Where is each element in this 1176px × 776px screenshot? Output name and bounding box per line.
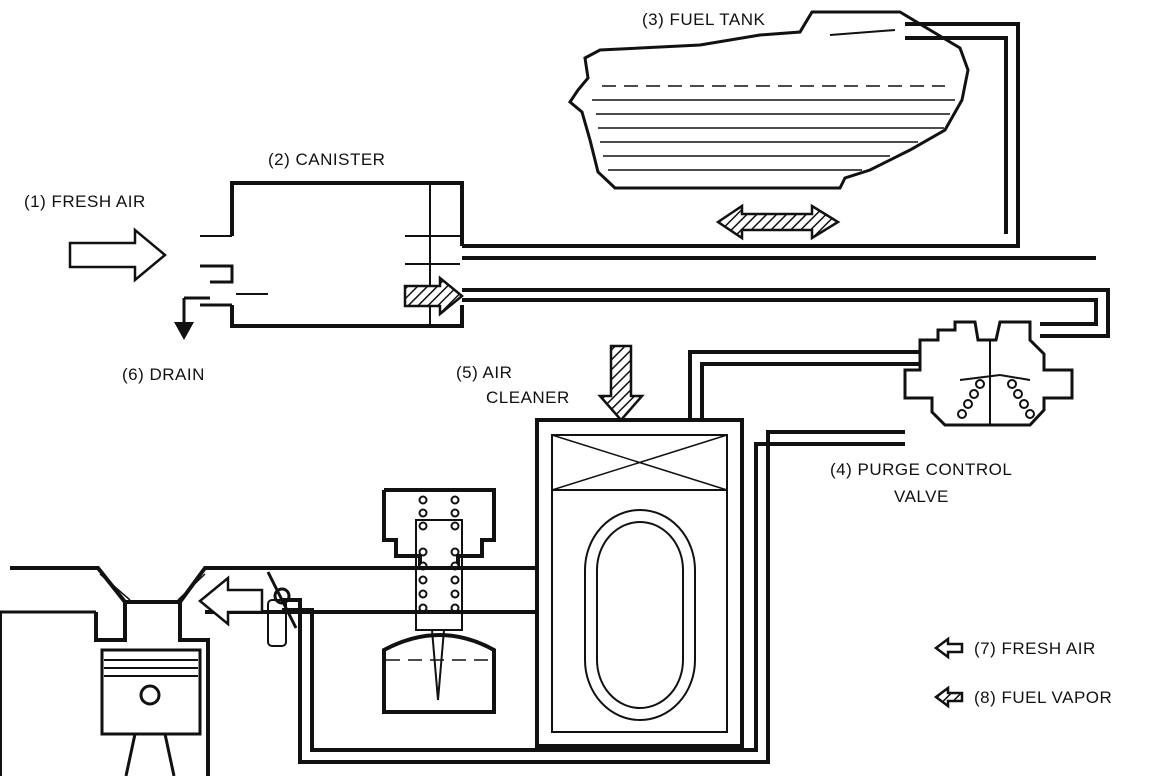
legend-fresh-air-label: (7) FRESH AIR <box>974 639 1096 658</box>
tank-vapor-bidirectional-arrow <box>715 203 841 241</box>
label-fresh-air-1: (1) FRESH AIR <box>24 192 146 211</box>
canister-vapor-arrow <box>403 275 464 317</box>
label-drain: (6) DRAIN <box>122 365 205 384</box>
legend-fresh-air-icon <box>933 636 964 660</box>
carburetor <box>382 488 496 714</box>
tank-vapor-line <box>462 22 1020 248</box>
legend-fuel-vapor-icon <box>933 685 964 709</box>
intake-fresh-air-arrow <box>198 575 264 627</box>
legend: (7) FRESH AIR (8) FUEL VAPOR <box>933 636 1112 709</box>
canister <box>200 181 464 328</box>
fuel-tank <box>568 10 970 190</box>
intake-manifold <box>0 566 537 614</box>
throttle-plate <box>266 571 298 647</box>
label-air-cleaner-2: CLEANER <box>486 388 570 407</box>
label-fuel-tank: (3) FUEL TANK <box>642 10 765 29</box>
purge-line <box>462 256 1110 338</box>
label-canister: (2) CANISTER <box>268 150 385 169</box>
purge-control-valve <box>903 320 1074 427</box>
engine-cylinder <box>0 600 210 776</box>
valve-spring <box>957 379 1035 419</box>
label-air-cleaner-1: (5) AIR <box>456 363 512 382</box>
legend-fuel-vapor-label: (8) FUEL VAPOR <box>974 688 1112 707</box>
label-purge-valve-1: (4) PURGE CONTROL <box>830 460 1012 479</box>
air-cleaner-vapor-arrow <box>597 344 645 422</box>
label-purge-valve-2: VALVE <box>894 487 949 506</box>
drain-arrow <box>174 296 210 340</box>
fresh-air-inlet-arrow <box>68 227 167 283</box>
air-cleaner <box>535 418 744 748</box>
carb-spring <box>418 495 460 613</box>
valve-to-intake-line <box>282 350 920 764</box>
